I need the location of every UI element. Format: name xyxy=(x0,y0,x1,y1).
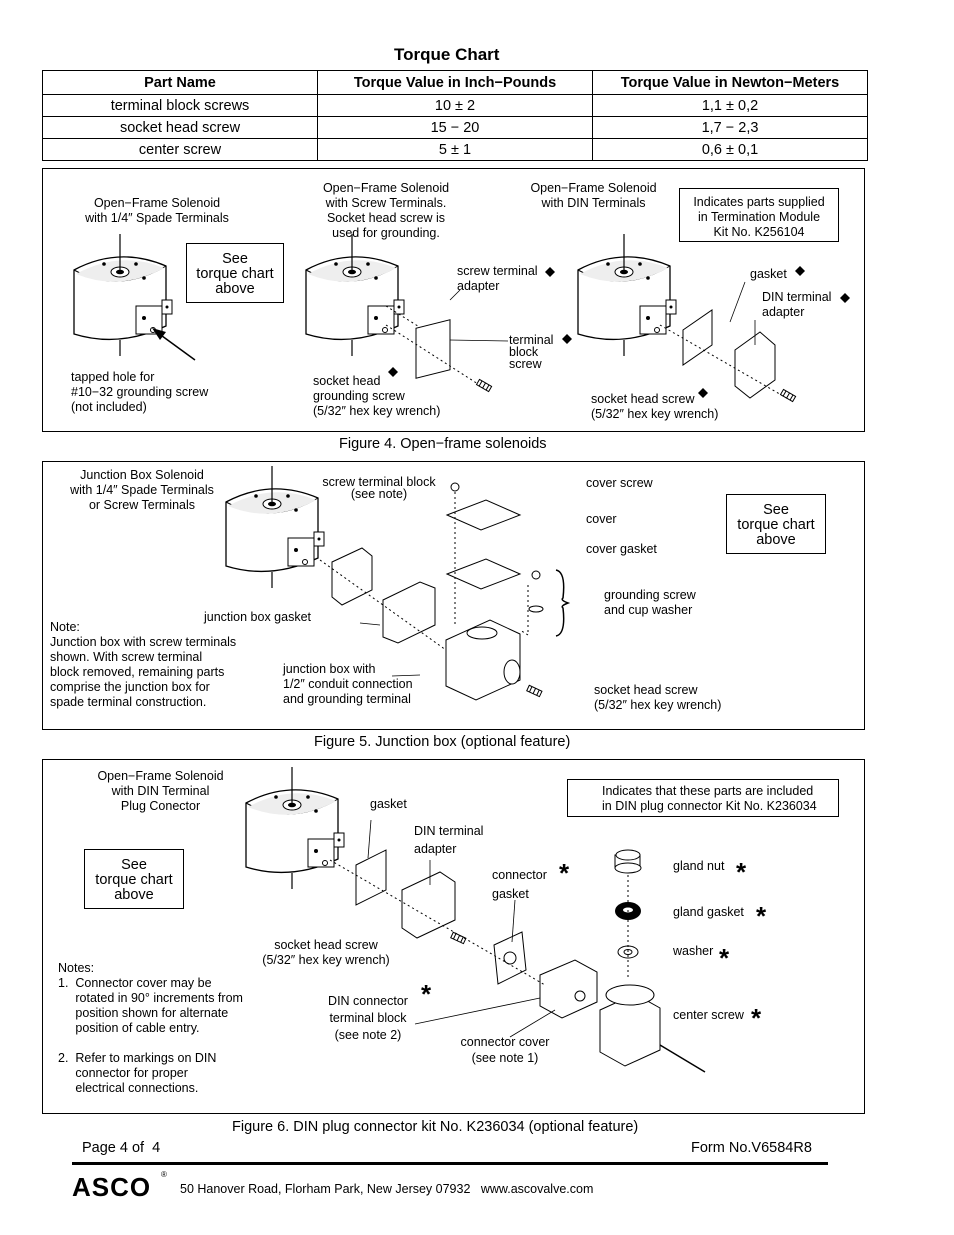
din-solenoid-drawing xyxy=(577,233,797,403)
header-inch-pounds: Torque Value in Inch−Pounds xyxy=(317,70,593,95)
junction-box-drawing xyxy=(225,465,571,701)
fig4-gasket: gasket xyxy=(750,267,787,281)
fig6-gland-gasket: gland gasket xyxy=(673,905,744,919)
fig4-legend: Indicates parts supplied in Termination … xyxy=(679,188,839,242)
spade-solenoid-drawing xyxy=(73,233,196,361)
header-newton-meters: Torque Value in Newton−Meters xyxy=(592,70,868,95)
svg-text:*: * xyxy=(736,857,747,887)
footer-rule xyxy=(72,1162,828,1165)
torque-table: Part Name Torque Value in Inch−Pounds To… xyxy=(42,70,868,161)
table-cell: terminal block screws xyxy=(42,94,318,117)
svg-text:*: * xyxy=(559,858,570,888)
fig4-label-spade: Open−Frame Solenoid with 1/4″ Spade Term… xyxy=(85,196,229,225)
fig5-screw-terminal-block: screw terminal block (see note) xyxy=(322,475,436,501)
screw-terminal-solenoid-drawing xyxy=(305,233,509,393)
fig6-center-screw: center screw xyxy=(673,1008,744,1022)
figure-4-frame xyxy=(42,168,865,432)
fig6-washer: washer xyxy=(673,944,714,958)
svg-text:*: * xyxy=(751,1003,762,1033)
fig5-grounding-screw: grounding screw and cup washer xyxy=(604,588,696,617)
fig5-label-junction: Junction Box Solenoid with 1/4″ Spade Te… xyxy=(70,468,214,512)
fig5-junction-box-with: junction box with 1/2″ conduit connectio… xyxy=(283,662,413,706)
fig4-din-adapter: DIN terminal adapter xyxy=(762,290,832,319)
fig6-label-din-plug: Open−Frame Solenoid with DIN Terminal Pl… xyxy=(97,769,224,813)
fig5-cover-gasket: cover gasket xyxy=(586,542,657,556)
fig6-din-connector-block: DIN connector terminal block (see note 2… xyxy=(328,994,408,1042)
fig6-gasket: gasket xyxy=(370,797,407,811)
figure-5-frame xyxy=(42,461,865,730)
header-part-name: Part Name xyxy=(42,70,318,95)
see-torque-chart-box: See torque chart above xyxy=(186,243,284,303)
fig5-junction-box-gasket: junction box gasket xyxy=(204,610,312,624)
fig6-legend: Indicates that these parts are included … xyxy=(567,779,839,817)
fig4-socket-head: socket head screw (5/32″ hex key wrench) xyxy=(591,392,719,421)
fig6-notes: Notes: 1. Connector cover may be rotated… xyxy=(58,961,243,1095)
table-cell: 1,1 ± 0,2 xyxy=(592,94,868,117)
asco-logo: ASCO xyxy=(72,1172,152,1202)
table-row: terminal block screws 10 ± 2 1,1 ± 0,2 xyxy=(42,94,868,117)
fig6-connector-cover: connector cover (see note 1) xyxy=(460,1035,550,1065)
fig5-cover: cover xyxy=(586,512,617,526)
fig4-label-screw: Open−Frame Solenoid with Screw Terminals… xyxy=(322,181,450,240)
table-header-row: Part Name Torque Value in Inch−Pounds To… xyxy=(42,70,868,95)
svg-text:*: * xyxy=(421,979,432,1009)
fig6-connector-gasket: connector gasket xyxy=(492,868,547,901)
fig4-socket-grounding: socket head grounding screw (5/32″ hex k… xyxy=(313,374,441,418)
registered-mark: ® xyxy=(161,1170,167,1179)
torque-chart-title: Torque Chart xyxy=(394,45,500,64)
figure-5-caption: Figure 5. Junction box (optional feature… xyxy=(314,734,571,750)
table-cell: 1,7 − 2,3 xyxy=(592,116,868,139)
fig6-gland-nut: gland nut xyxy=(673,859,725,873)
table-cell: 0,6 ± 0,1 xyxy=(592,138,868,161)
see-torque-chart-box: See torque chart above xyxy=(726,494,826,554)
fig4-terminal-block-screw: terminal block screw xyxy=(509,333,554,371)
fig5-socket-head: socket head screw (5/32″ hex key wrench) xyxy=(594,683,722,712)
see-torque-chart-box: See torque chart above xyxy=(84,849,184,909)
footer-address: 50 Hanover Road, Florham Park, New Jerse… xyxy=(180,1182,594,1196)
table-cell: center screw xyxy=(42,138,318,161)
figure-6-caption: Figure 6. DIN plug connector kit No. K23… xyxy=(232,1119,639,1135)
form-number: Form No.V6584R8 xyxy=(691,1140,812,1156)
table-cell: 5 ± 1 xyxy=(317,138,593,161)
fig5-cover-screw: cover screw xyxy=(586,476,653,490)
figure-4-caption: Figure 4. Open−frame solenoids xyxy=(339,436,547,452)
fig4-tapped-hole: tapped hole for #10−32 grounding screw (… xyxy=(71,370,209,414)
page-number: Page 4 of 4 xyxy=(82,1140,161,1156)
fig4-screw-adapter: screw terminal adapter xyxy=(457,264,538,293)
table-row: socket head screw 15 − 20 1,7 − 2,3 xyxy=(42,116,868,139)
figure-6-frame xyxy=(42,759,865,1114)
fig6-din-adapter: DIN terminal adapter xyxy=(414,824,484,856)
din-plug-connector-drawing xyxy=(245,766,706,1073)
fig5-note: Note: Junction box with screw terminals … xyxy=(50,620,237,709)
svg-text:*: * xyxy=(756,901,767,931)
table-cell: socket head screw xyxy=(42,116,318,139)
table-row: center screw 5 ± 1 0,6 ± 0,1 xyxy=(42,138,868,161)
fig6-socket-head: socket head screw (5/32″ hex key wrench) xyxy=(262,938,390,967)
svg-text:*: * xyxy=(719,943,730,973)
fig4-label-din: Open−Frame Solenoid with DIN Terminals xyxy=(530,181,657,210)
